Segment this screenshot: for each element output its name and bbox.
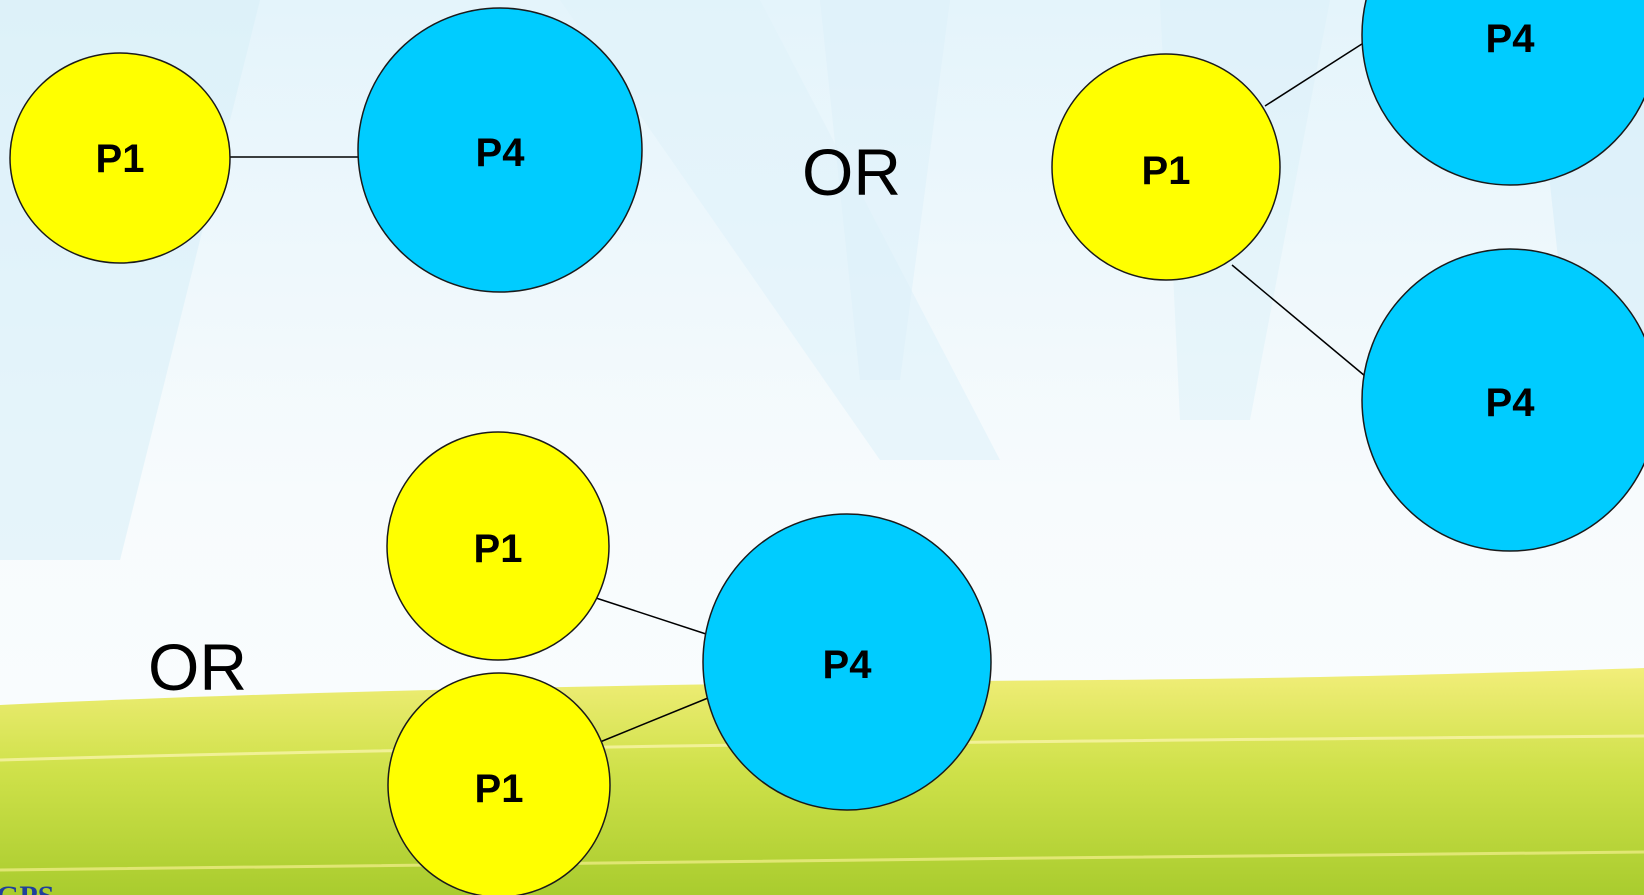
p1-node-top xyxy=(386,431,610,661)
connector-line xyxy=(595,597,707,635)
p4-node xyxy=(357,7,643,293)
p4-node xyxy=(702,513,992,811)
light-ray xyxy=(820,0,950,380)
p4-node-label: P4 xyxy=(823,643,873,687)
p1-node-label: P1 xyxy=(96,137,145,181)
p4-node-top xyxy=(1361,0,1644,186)
p4-node-top-label: P4 xyxy=(1486,17,1536,61)
connector-line xyxy=(599,697,709,743)
or-separator-top: OR xyxy=(802,135,901,209)
diagram-single-pair: P1 P4 xyxy=(9,7,643,293)
connector-line xyxy=(1231,264,1366,377)
p1-node-bottom xyxy=(387,672,611,895)
p1-node-top-label: P1 xyxy=(474,527,523,571)
p4-node-bottom xyxy=(1361,248,1644,552)
diagram-two-to-one: P1 P1 P4 xyxy=(386,431,992,895)
grass-highlight xyxy=(0,734,1644,762)
p1-node-bottom-label: P1 xyxy=(475,767,524,811)
p1-node xyxy=(1051,53,1281,281)
or-separator-bottom: OR xyxy=(148,630,247,704)
p4-node-label: P4 xyxy=(476,131,526,175)
diagram-one-to-two: P1 P4 P4 xyxy=(1051,0,1644,552)
p1-node-label: P1 xyxy=(1142,149,1191,193)
p1-node xyxy=(9,52,231,264)
grass-highlight xyxy=(0,850,1644,872)
connector-line xyxy=(1264,41,1366,107)
p4-node-bottom-label: P4 xyxy=(1486,381,1536,425)
logo: GPS xyxy=(0,880,54,895)
